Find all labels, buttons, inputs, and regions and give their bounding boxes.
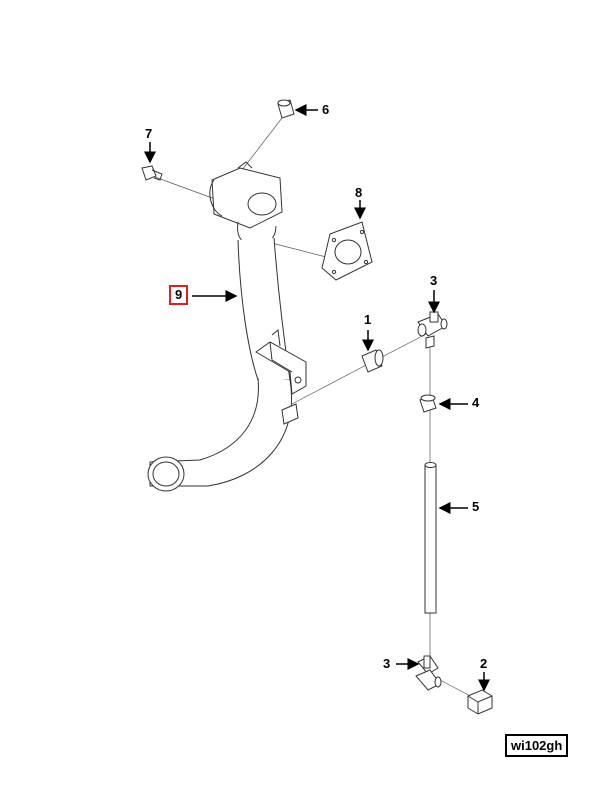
cap — [277, 99, 295, 119]
clip — [419, 394, 437, 413]
gasket — [321, 221, 373, 281]
end-cap — [467, 689, 493, 715]
callout-9-highlighted[interactable]: 9 — [169, 285, 189, 305]
callout-8[interactable]: 8 — [355, 185, 363, 200]
callout-arrows — [144, 104, 490, 692]
tube — [424, 462, 437, 614]
callout-4[interactable]: 4 — [472, 395, 480, 410]
callout-2[interactable]: 2 — [480, 656, 488, 671]
bushing — [361, 349, 384, 373]
fitting-lower — [415, 655, 442, 691]
callout-1[interactable]: 1 — [364, 312, 372, 327]
callout-5[interactable]: 5 — [472, 499, 480, 514]
callout-3-lower[interactable]: 3 — [383, 656, 391, 671]
fitting-upper — [417, 311, 448, 349]
screw — [141, 165, 163, 181]
callout-6[interactable]: 6 — [322, 102, 330, 117]
figure-id-label: wi102gh — [505, 734, 569, 757]
callout-7[interactable]: 7 — [145, 126, 153, 141]
callout-3-upper[interactable]: 3 — [430, 273, 438, 288]
exhaust-pipe — [147, 161, 307, 492]
